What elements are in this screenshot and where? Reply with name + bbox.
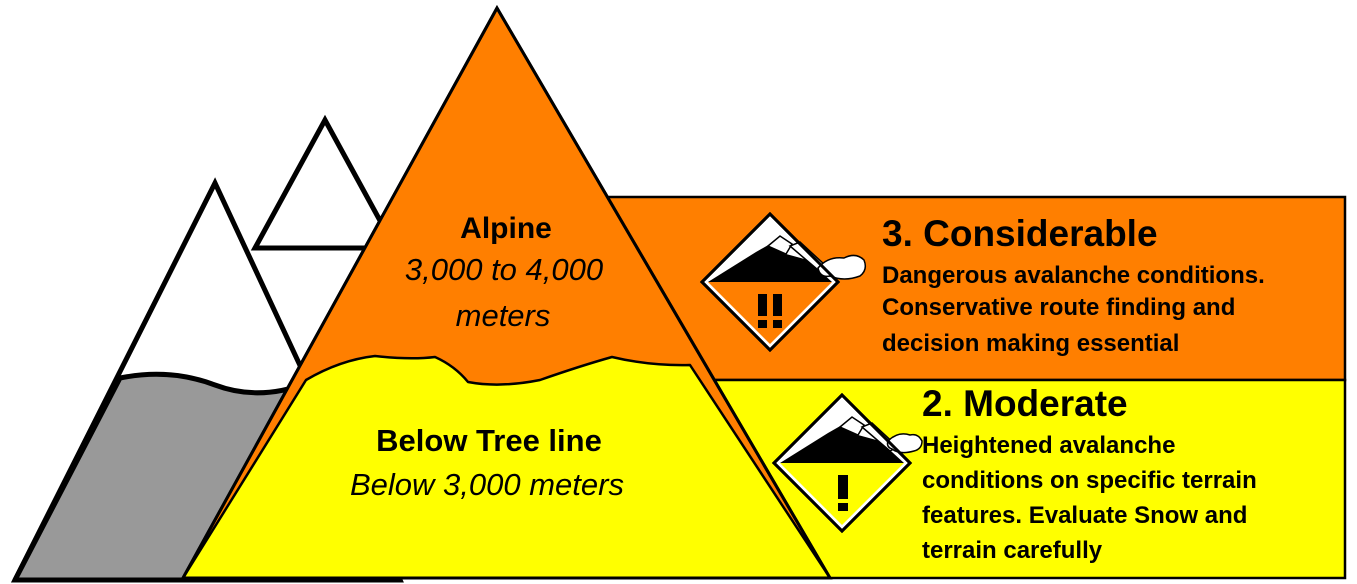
rating-desc-moderate-line3: features. Evaluate Snow and bbox=[922, 502, 1247, 529]
back-mountain-middle bbox=[250, 114, 400, 251]
alpine-zone-range-line2: meters bbox=[456, 298, 551, 333]
below-treeline-zone-name: Below Tree line bbox=[376, 423, 602, 458]
avalanche-danger-considerable-icon bbox=[699, 211, 867, 353]
below-treeline-zone-range: Below 3,000 meters bbox=[350, 467, 624, 502]
alpine-zone-name: Alpine bbox=[460, 212, 552, 245]
rating-title-considerable: 3. Considerable bbox=[882, 213, 1158, 254]
rating-desc-moderate-line4: terrain carefully bbox=[922, 537, 1103, 564]
rating-desc-moderate-line1: Heightened avalanche bbox=[922, 432, 1175, 459]
rating-desc-considerable-line2: Conservative route finding and bbox=[882, 294, 1235, 321]
main-mountain bbox=[180, 4, 833, 580]
rating-desc-considerable-line3: decision making essential bbox=[882, 330, 1179, 357]
alpine-zone-range-line1: 3,000 to 4,000 bbox=[405, 252, 603, 287]
rating-title-moderate: 2. Moderate bbox=[922, 383, 1128, 424]
avalanche-danger-moderate-icon bbox=[771, 392, 923, 534]
rating-desc-moderate-line2: conditions on specific terrain bbox=[922, 467, 1257, 494]
rating-desc-considerable-line1: Dangerous avalanche conditions. bbox=[882, 262, 1265, 289]
